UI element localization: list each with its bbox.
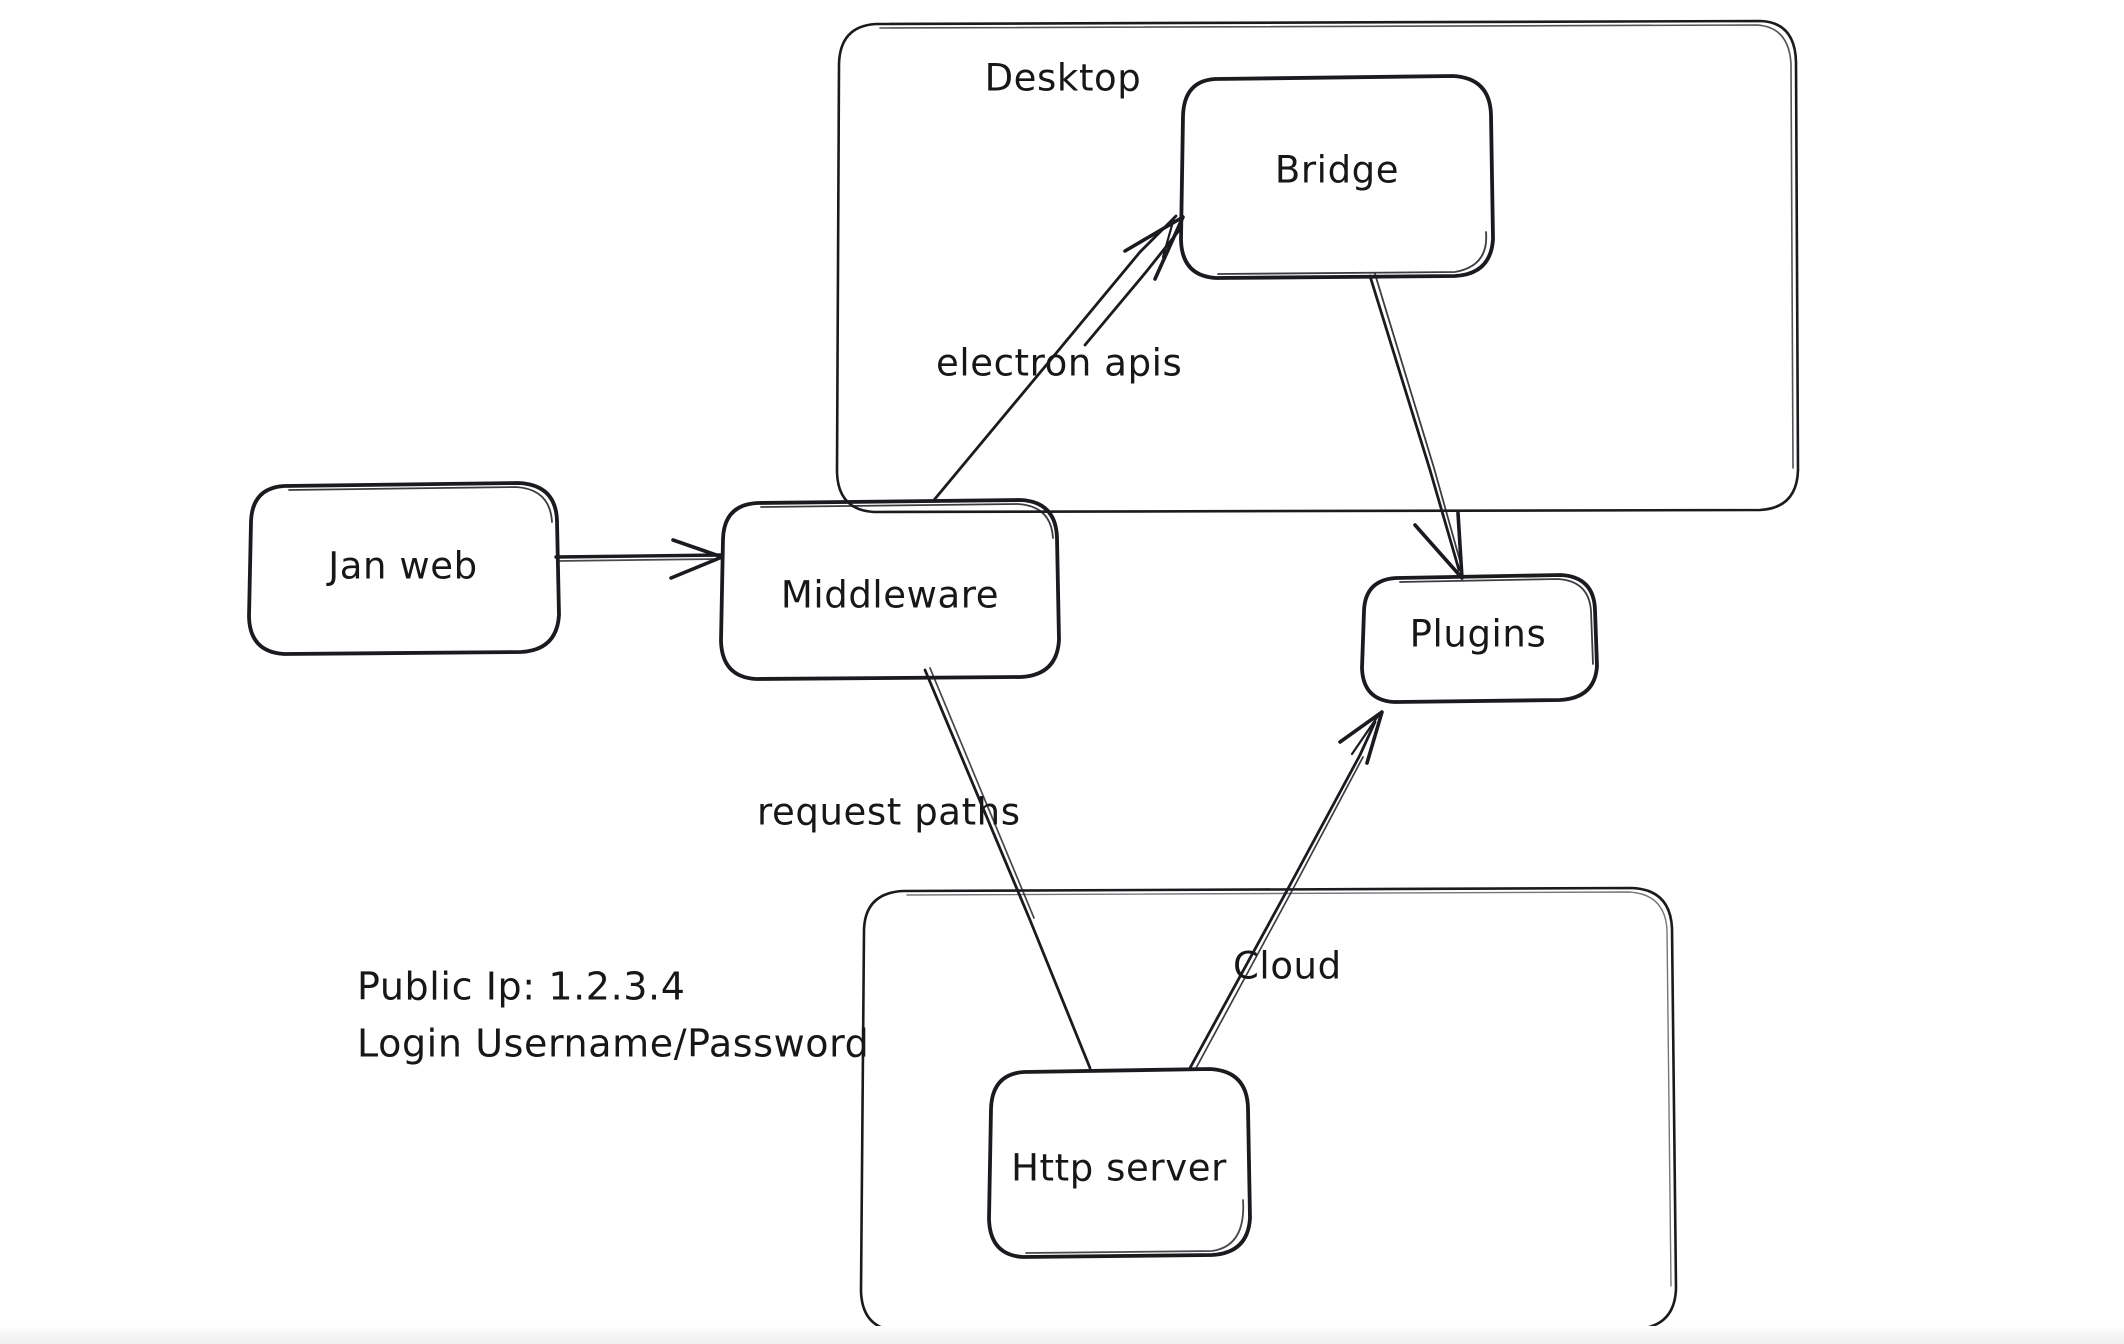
edge-line-http-plugins-echo xyxy=(1194,756,1364,1071)
jan-web-box-outline-echo xyxy=(288,486,553,523)
plugins-box-outline xyxy=(1360,573,1599,704)
bridge-box-outline xyxy=(1179,74,1495,280)
note-public-ip: Public Ip: 1.2.3.4 xyxy=(357,965,686,1009)
http-server-box-outline xyxy=(987,1067,1252,1259)
edge-middleware-to-http[interactable]: request paths xyxy=(757,667,1092,1070)
middleware-box-outline-echo xyxy=(760,503,1054,539)
edge-line-middleware-bridge-upper xyxy=(1083,226,1183,347)
node-label-plugins: Plugins xyxy=(1410,613,1547,656)
edge-line-bridge-plugins xyxy=(1368,274,1461,572)
node-bridge[interactable]: Bridge xyxy=(1179,74,1495,280)
edge-label-electron-apis: electron apis xyxy=(936,342,1182,385)
edge-line-web-middleware-echo xyxy=(556,558,720,562)
edge-line-bridge-plugins-echo xyxy=(1374,273,1463,569)
node-label-bridge: Bridge xyxy=(1275,149,1399,192)
arrowhead-bridge-in-tick xyxy=(1161,216,1176,259)
container-label-desktop: Desktop xyxy=(985,57,1142,100)
edge-middleware-to-bridge[interactable]: electron apis xyxy=(932,214,1185,502)
edge-line-middleware-bridge-lower xyxy=(932,214,1178,502)
cloud-container-outline-echo xyxy=(906,891,1672,1287)
node-label-http-server: Http server xyxy=(1011,1147,1227,1190)
bottom-edge-band xyxy=(0,1326,2124,1344)
notes-block: Public Ip: 1.2.3.4 Login Username/Passwo… xyxy=(357,965,869,1066)
bridge-box-outline-echo xyxy=(1217,231,1488,275)
jan-web-box-outline xyxy=(247,481,561,656)
arrowhead-bridge-in xyxy=(1123,215,1185,281)
http-server-box-outline-echo xyxy=(1025,1199,1245,1254)
note-login-credentials: Login Username/Password xyxy=(357,1022,869,1066)
node-http-server[interactable]: Http server xyxy=(987,1067,1252,1259)
node-plugins[interactable]: Plugins xyxy=(1360,573,1599,704)
arrowhead-plugins-in-bottom-tick xyxy=(1350,714,1380,756)
desktop-container-outline-echo xyxy=(879,24,1794,469)
node-middleware[interactable]: Middleware xyxy=(719,498,1061,681)
node-label-middleware: Middleware xyxy=(781,574,999,617)
arrowhead-plugins-in-bottom xyxy=(1338,710,1384,765)
edge-label-request-paths: request paths xyxy=(757,791,1021,834)
edge-http-to-plugins[interactable]: Cloud xyxy=(1188,710,1384,1071)
edge-bridge-to-plugins[interactable] xyxy=(1368,273,1464,580)
middleware-box-outline xyxy=(719,498,1061,681)
node-label-jan-web: Jan web xyxy=(326,545,478,588)
container-desktop[interactable]: Desktop xyxy=(835,19,1800,514)
edge-web-to-middleware[interactable] xyxy=(554,538,724,580)
edge-line-middleware-http xyxy=(923,668,1092,1070)
edge-label-cloud: Cloud xyxy=(1233,945,1342,988)
edge-line-web-middleware xyxy=(554,553,724,559)
edge-line-middleware-http-echo xyxy=(929,667,1035,919)
plugins-box-outline-echo xyxy=(1399,578,1594,665)
desktop-container-outline xyxy=(835,19,1800,514)
node-jan-web[interactable]: Jan web xyxy=(247,481,561,656)
edge-line-http-plugins xyxy=(1188,720,1377,1070)
